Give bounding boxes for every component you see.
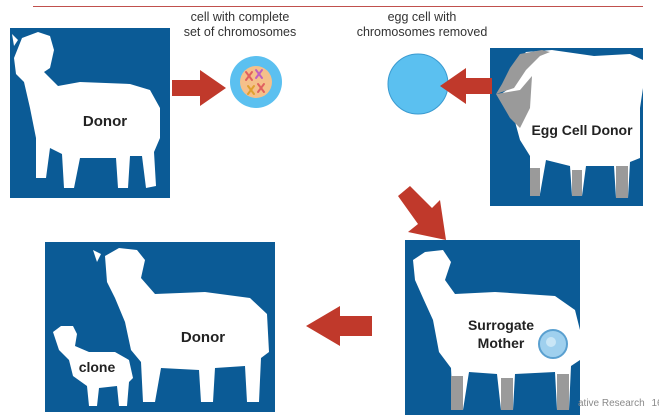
footer: ative Research 16	[578, 398, 659, 409]
page-number: 16	[651, 398, 659, 409]
enucleated-egg-cell	[388, 54, 448, 114]
arrow-left-bottom-icon	[306, 306, 372, 346]
arrow-right-icon	[172, 70, 226, 106]
arrow-left-icon	[440, 68, 492, 104]
footer-text: ative Research	[578, 398, 645, 409]
full-chromosome-cell	[230, 56, 282, 108]
arrow-down-right-icon	[398, 186, 446, 240]
